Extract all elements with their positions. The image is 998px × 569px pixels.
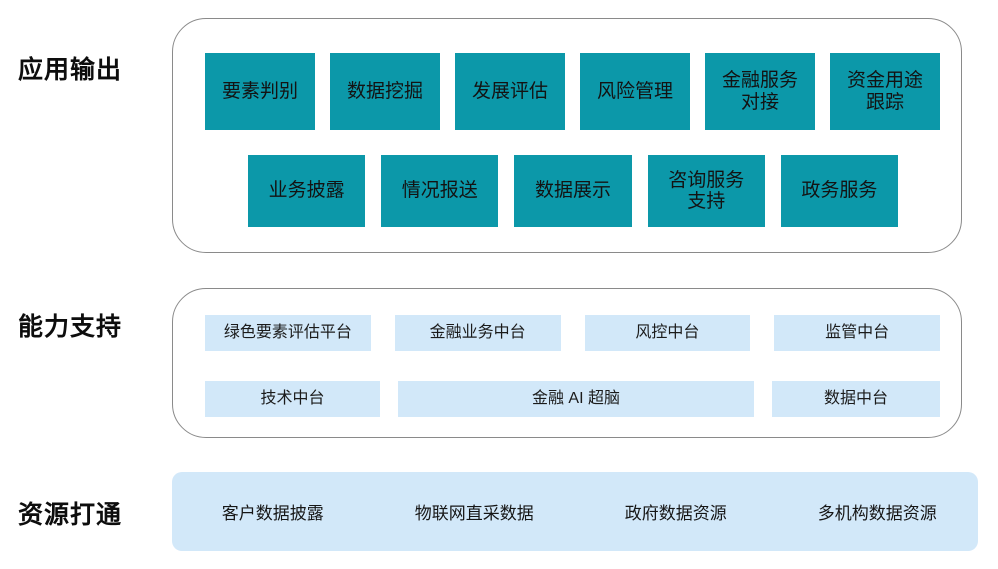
app-chip-fengxian-guanli[interactable]: 风险管理	[580, 53, 690, 130]
app-chip-shuju-zhanshi[interactable]: 数据展示	[514, 155, 632, 227]
app-chip-jinrong-fuwu-duijie[interactable]: 金融服务 对接	[705, 53, 815, 130]
cap-chip-data-midend[interactable]: 数据中台	[772, 381, 940, 417]
resource-item-government-data[interactable]: 政府数据资源	[624, 504, 727, 523]
cap-chip-financial-ai-brain[interactable]: 金融 AI 超脑	[398, 381, 754, 417]
app-chip-zijin-yongtu-genzong[interactable]: 资金用途 跟踪	[830, 53, 940, 130]
app-chip-zhengwu-fuwu[interactable]: 政务服务	[780, 155, 899, 227]
resource-item-iot-direct-data[interactable]: 物联网直采数据	[414, 504, 534, 523]
band-resource-integration: 客户数据披露 物联网直采数据 政府数据资源 多机构数据资源	[172, 472, 978, 551]
app-chip-zixun-fuwu-zhichi[interactable]: 咨询服务 支持	[647, 155, 765, 227]
cap-chip-technology-midend[interactable]: 技术中台	[205, 381, 380, 417]
app-chip-fazhan-pinggu[interactable]: 发展评估	[455, 53, 565, 130]
app-chip-yaosu-panbie[interactable]: 要素判别	[205, 53, 315, 130]
capability-support-row-2: 技术中台 金融 AI 超脑 数据中台	[205, 381, 940, 417]
cap-chip-green-factor-platform[interactable]: 绿色要素评估平台	[205, 315, 371, 351]
resource-item-customer-data-disclosure[interactable]: 客户数据披露	[221, 504, 324, 523]
resource-item-multi-institution-data[interactable]: 多机构数据资源	[817, 504, 937, 523]
cap-chip-risk-control-midend[interactable]: 风控中台	[584, 315, 751, 351]
row-label-application-output: 应用输出	[18, 56, 123, 84]
cap-chip-financial-business-midend[interactable]: 金融业务中台	[394, 315, 561, 351]
app-chip-shuju-wajue[interactable]: 数据挖掘	[330, 53, 440, 130]
application-output-row-2: 业务披露 情况报送 数据展示 咨询服务 支持 政务服务	[248, 155, 899, 227]
row-label-capability-support: 能力支持	[18, 313, 123, 341]
app-chip-qingkuang-baosong[interactable]: 情况报送	[381, 155, 499, 227]
row-label-resource-integration: 资源打通	[18, 501, 123, 529]
capability-support-row-1: 绿色要素评估平台 金融业务中台 风控中台 监管中台	[205, 315, 940, 351]
cap-chip-regulatory-midend[interactable]: 监管中台	[774, 315, 940, 351]
app-chip-yewu-pilu[interactable]: 业务披露	[248, 155, 366, 227]
application-output-row-1: 要素判别 数据挖掘 发展评估 风险管理 金融服务 对接 资金用途 跟踪	[205, 53, 940, 130]
